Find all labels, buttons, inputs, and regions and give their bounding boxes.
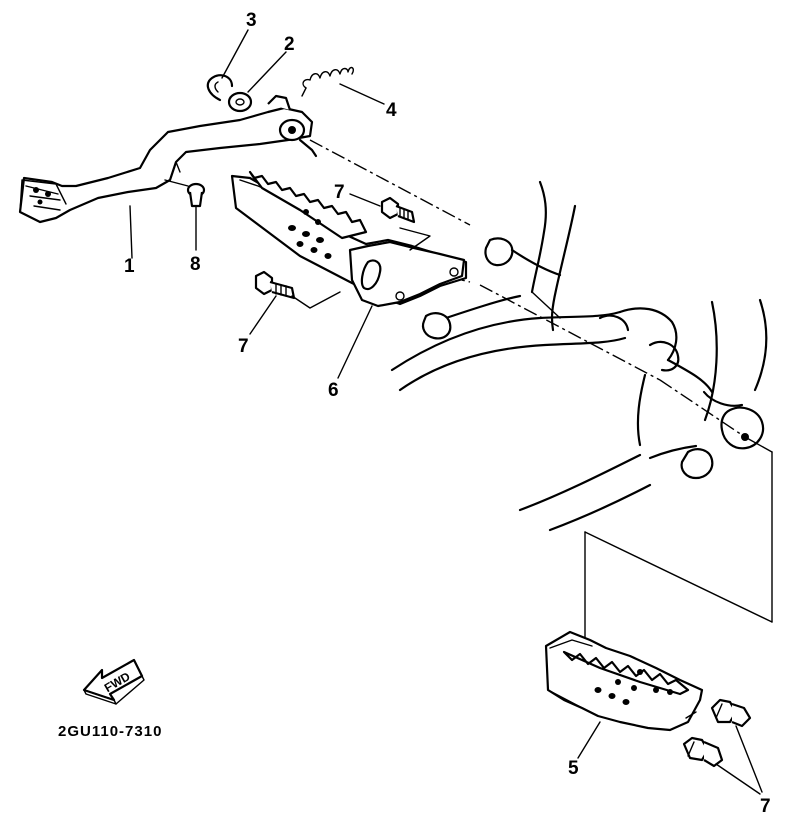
callout-brake-pedal: 1 [124, 256, 135, 277]
callout-labels: 1 2 3 4 5 6 7 7 7 8 [124, 10, 771, 817]
spring-part [301, 66, 355, 97]
callout-spring: 4 [386, 100, 397, 121]
callout-bolt-upper: 7 [334, 182, 345, 203]
frame-structure [309, 139, 773, 641]
footrest-right [230, 170, 468, 308]
fwd-arrow-icon: FWD [82, 658, 145, 705]
callout-washer: 2 [284, 34, 295, 55]
footrest-left [544, 630, 704, 732]
leader-lines [129, 29, 763, 795]
callout-footrest-left: 5 [568, 758, 579, 779]
callout-bolt-lower: 7 [760, 796, 771, 817]
callout-footrest-right: 6 [328, 380, 339, 401]
bolt-lower-a [710, 698, 752, 728]
circlip-part [206, 74, 234, 102]
drawing-code: 2GU110-7310 [58, 723, 162, 740]
bolt-lower-b [682, 736, 724, 768]
washer-part [227, 91, 253, 113]
callout-bolt-middle: 7 [238, 336, 249, 357]
brake-pedal [18, 94, 318, 224]
callout-circlip: 3 [246, 10, 257, 31]
callout-pin: 8 [190, 254, 201, 275]
pin-part [164, 179, 206, 208]
bolt-upper [380, 196, 416, 224]
bolt-middle [254, 270, 341, 309]
